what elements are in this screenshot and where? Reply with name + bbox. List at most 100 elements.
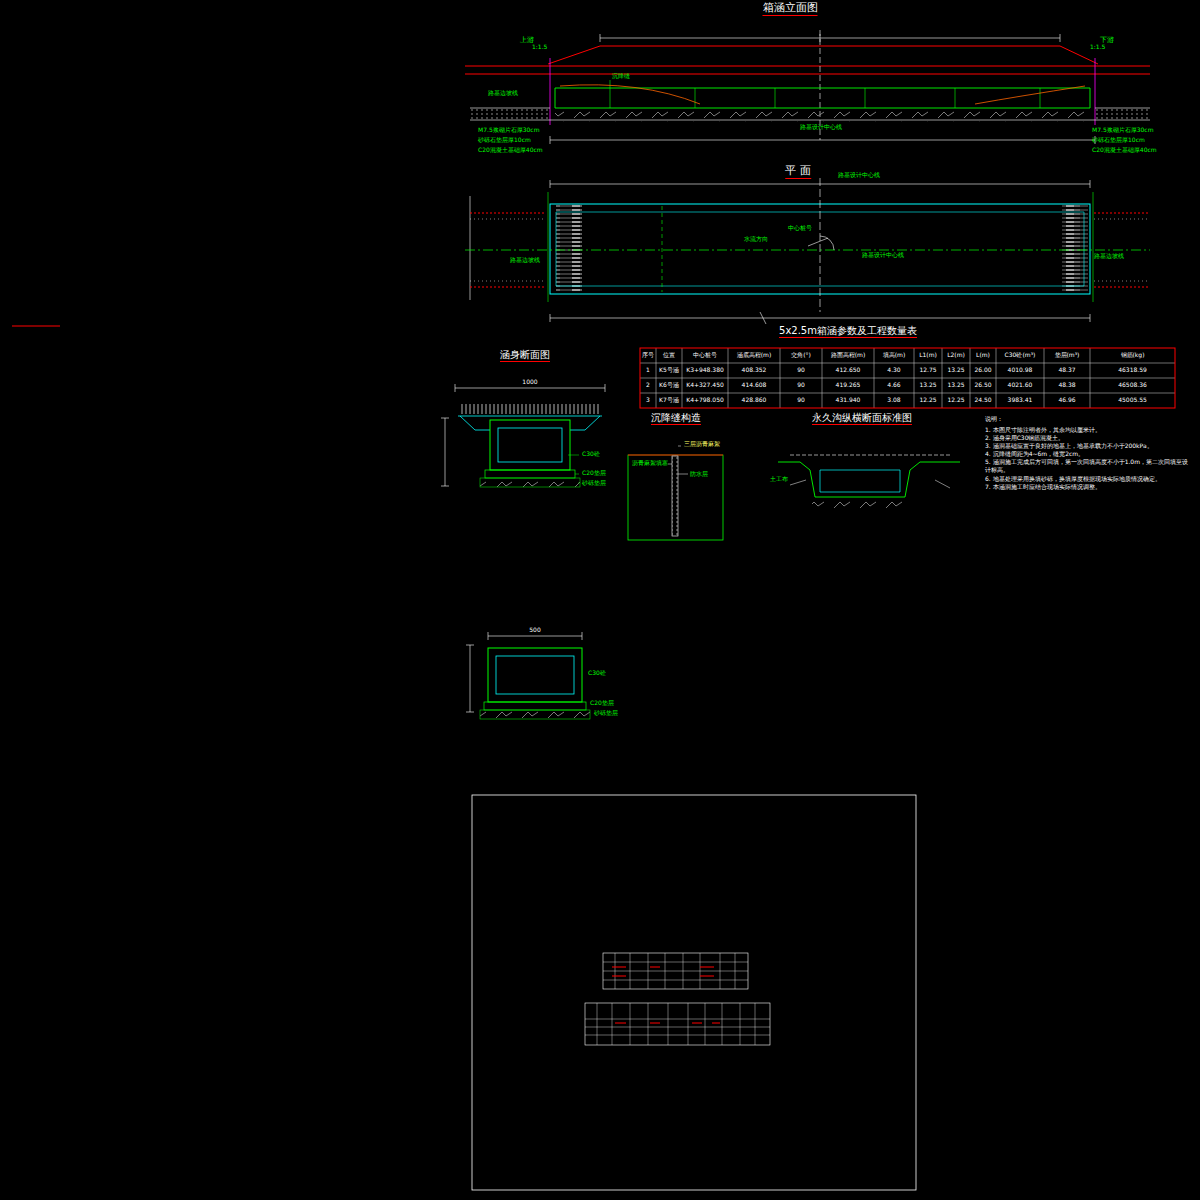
drawing-label: C30砼(m³) bbox=[1004, 352, 1037, 359]
drawing-label: 1:1.5 bbox=[1090, 44, 1105, 51]
drawing-label: 1. 本图尺寸除注明者外，其余均以厘米计。 bbox=[985, 426, 1190, 434]
drawing-label: 砂砾垫层 bbox=[594, 710, 618, 717]
dimension-line bbox=[441, 384, 605, 486]
drawing-label: 431.940 bbox=[835, 397, 862, 404]
leader-line bbox=[568, 455, 579, 483]
drawing-label: 涵底高程(m) bbox=[736, 352, 773, 359]
dimension-line bbox=[600, 34, 1060, 42]
drawing-label: 路基边坡线 bbox=[510, 257, 540, 264]
paving bbox=[470, 108, 550, 120]
dimension-line bbox=[550, 136, 1095, 144]
drawing-label: 路面高程(m) bbox=[830, 352, 867, 359]
center-line bbox=[820, 178, 821, 312]
ditch-inner bbox=[820, 470, 900, 492]
leader-line bbox=[790, 480, 950, 488]
wing-wall bbox=[556, 205, 582, 293]
axis-line bbox=[465, 250, 1150, 251]
drawing-label: M7.5浆砌片石厚30cm bbox=[478, 127, 540, 134]
drawing-label: K5号涵 bbox=[658, 367, 680, 374]
drawing-label: 箱涵立面图 bbox=[763, 2, 818, 16]
box-outer bbox=[488, 648, 582, 702]
deck-layer bbox=[460, 404, 600, 414]
drawing-label: C20混凝土基础厚40cm bbox=[1092, 147, 1157, 154]
drawing-label: 46508.36 bbox=[1117, 382, 1148, 389]
drawing-label: C20混凝土基础厚40cm bbox=[478, 147, 543, 154]
drawing-label: 沉降缝构造 bbox=[651, 412, 701, 425]
drawing-label: 500 bbox=[529, 627, 540, 634]
drawing-label: 土工布 bbox=[770, 476, 788, 483]
drawing-label: L1(m) bbox=[918, 352, 938, 359]
drawing-label: 上游 bbox=[520, 37, 534, 45]
table-mark bbox=[612, 967, 714, 976]
drawing-label: 防水层 bbox=[690, 471, 708, 478]
base-hatch bbox=[480, 478, 580, 487]
drawing-label: 砂砾石垫层厚10cm bbox=[1092, 137, 1145, 144]
base-hatch bbox=[480, 710, 590, 719]
drawing-label: 砂砾石垫层厚10cm bbox=[478, 137, 531, 144]
embankment-line bbox=[548, 46, 1098, 64]
joint-line bbox=[662, 206, 663, 292]
drawing-label: 90 bbox=[796, 367, 806, 374]
drawing-label: 1:1.5 bbox=[532, 44, 547, 51]
drawing-label: 24.50 bbox=[973, 397, 992, 404]
drawing-label: C20垫层 bbox=[582, 470, 606, 477]
ground-base bbox=[470, 108, 1150, 120]
foundation-hatch bbox=[555, 111, 1090, 122]
drawing-label: 408.352 bbox=[741, 367, 768, 374]
drawing-label: C30砼 bbox=[588, 670, 606, 677]
drawing-label: 三层沥青麻絮 bbox=[684, 441, 720, 448]
drawing-label: 2 bbox=[645, 382, 651, 389]
joint-detail bbox=[628, 455, 723, 540]
small-table-grid bbox=[585, 1003, 770, 1045]
leader-line bbox=[668, 446, 688, 474]
drawing-label: 4010.98 bbox=[1007, 367, 1034, 374]
drawing-label: 5. 涵洞施工完成后方可回填，第一次回填高度不小于1.0m，第二次回填至设计标高… bbox=[985, 458, 1190, 474]
end-line bbox=[550, 58, 1095, 125]
drawing-label: 3.08 bbox=[886, 397, 901, 404]
drawing-label: 水流方向 bbox=[744, 236, 768, 243]
dimension-line bbox=[466, 632, 582, 712]
drawing-label: 414.608 bbox=[741, 382, 768, 389]
drawing-label: 位置 bbox=[662, 352, 676, 359]
ditch-outline bbox=[778, 462, 960, 497]
drawing-label: 13.25 bbox=[918, 382, 937, 389]
drawing-label: 路基设计中心线 bbox=[862, 252, 904, 259]
drawing-label: 钢筋(kg) bbox=[1120, 352, 1146, 359]
drawing-label: 4.30 bbox=[886, 367, 901, 374]
drawing-label: 48.37 bbox=[1057, 367, 1076, 374]
drawing-label: 4021.60 bbox=[1007, 382, 1034, 389]
drawing-label: 说明： bbox=[985, 416, 1003, 423]
drawing-label: 46318.59 bbox=[1117, 367, 1148, 374]
ditch-base bbox=[812, 498, 908, 508]
table-grid bbox=[640, 348, 1175, 408]
top-line bbox=[790, 455, 950, 456]
drawing-label: 4.66 bbox=[886, 382, 901, 389]
drawing-label: 45005.55 bbox=[1117, 397, 1148, 404]
drawing-label: M7.5浆砌片石厚30cm bbox=[1092, 127, 1154, 134]
drawing-label: 路基设计中心线 bbox=[800, 124, 842, 131]
drawing-label: 1 bbox=[645, 367, 651, 374]
drawing-label: 交角(°) bbox=[790, 352, 812, 359]
box-outer bbox=[490, 420, 570, 470]
notes-block: 1. 本图尺寸除注明者外，其余均以厘米计。2. 涵身采用C30钢筋混凝土。3. … bbox=[985, 426, 1190, 491]
small-table-grid bbox=[603, 953, 748, 989]
drawing-label: 路基边坡线 bbox=[488, 90, 518, 97]
drawing-label: 1000 bbox=[522, 379, 537, 386]
paving bbox=[1095, 108, 1150, 120]
table-mark bbox=[615, 1023, 720, 1024]
drawing-label: 沉降缝 bbox=[612, 73, 630, 80]
base-layer bbox=[484, 702, 586, 710]
drawing-label: L2(m) bbox=[946, 352, 966, 359]
drawing-label: 90 bbox=[796, 397, 806, 404]
drawing-label: 序号 bbox=[641, 352, 655, 359]
drawing-label: 46.96 bbox=[1057, 397, 1076, 404]
dimension-line bbox=[470, 180, 1090, 300]
road-line bbox=[465, 66, 1150, 74]
base-layer bbox=[485, 470, 575, 478]
drawing-label: 12.75 bbox=[918, 367, 937, 374]
drawing-label: 3. 涵洞基础应置于良好的地基上，地基承载力不小于200kPa。 bbox=[985, 442, 1190, 450]
drawing-label: 412.650 bbox=[835, 367, 862, 374]
drawing-label: 12.25 bbox=[918, 397, 937, 404]
drawing-label: K3+948.380 bbox=[685, 367, 725, 374]
